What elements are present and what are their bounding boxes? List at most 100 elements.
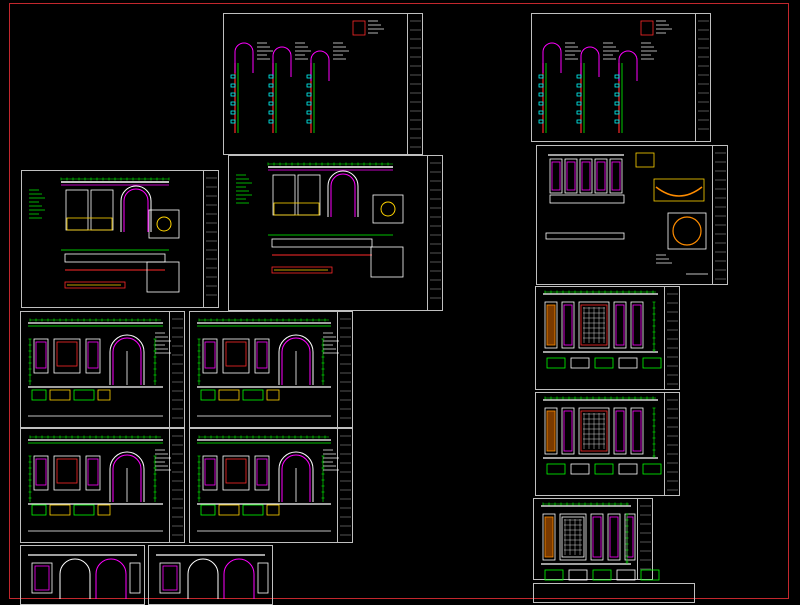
wall-panel-inset bbox=[204, 341, 216, 369]
detail-bubble bbox=[380, 201, 396, 217]
plan-block bbox=[642, 357, 662, 369]
wall-panel-inset bbox=[34, 565, 50, 591]
cabinet-door bbox=[624, 513, 636, 561]
profile-bracket bbox=[614, 110, 620, 115]
door-arch-inner bbox=[330, 173, 356, 217]
profile-bracket bbox=[576, 83, 582, 88]
profile-bracket bbox=[576, 110, 582, 115]
profile-bracket bbox=[576, 92, 582, 97]
profile-bracket bbox=[614, 74, 620, 79]
title-block bbox=[337, 429, 352, 542]
drawing-sheet-cabinet-elevation-2[interactable] bbox=[535, 392, 680, 496]
wall-panel-inset bbox=[256, 341, 268, 369]
drawing-sheet-cabinet-elevation-1[interactable] bbox=[535, 286, 680, 390]
profile-bracket bbox=[576, 74, 582, 79]
drawing-sheet-panel-elevation[interactable] bbox=[536, 145, 728, 285]
profile-bracket bbox=[538, 92, 544, 97]
wall-panel-inset bbox=[225, 341, 247, 367]
wall-panel bbox=[564, 158, 578, 194]
profile-bracket bbox=[306, 101, 312, 106]
wall-panel bbox=[254, 338, 270, 374]
wall-panel-inset bbox=[225, 458, 247, 484]
cabinet-door-inset bbox=[609, 516, 619, 558]
drawing-sheet-wall-elevation-1[interactable] bbox=[20, 311, 185, 428]
drawing-sheet-section-details-a[interactable] bbox=[223, 13, 423, 155]
profile-arch bbox=[618, 50, 638, 81]
cabinet-door-inset bbox=[544, 516, 554, 558]
wall-panel-inset bbox=[204, 458, 216, 486]
plan-block bbox=[642, 463, 662, 475]
cabinet-door bbox=[630, 407, 644, 455]
plan-strip bbox=[545, 232, 625, 240]
detail-callout bbox=[635, 152, 655, 168]
wall-panel bbox=[159, 562, 181, 594]
door-arch-inner bbox=[112, 454, 142, 502]
wall-panel-inset bbox=[256, 458, 268, 486]
wall-panel bbox=[202, 338, 218, 374]
plan-block bbox=[97, 389, 111, 401]
cabinet-door-inset bbox=[615, 304, 625, 346]
plan-block bbox=[218, 504, 240, 516]
wall-panel-inset bbox=[551, 161, 561, 191]
title-block bbox=[169, 429, 184, 542]
plan-block bbox=[200, 389, 216, 401]
cabinet-door bbox=[561, 407, 575, 455]
wall-panel-inset bbox=[581, 161, 591, 191]
cabinet-door bbox=[630, 301, 644, 349]
plan-block bbox=[31, 389, 47, 401]
door-arch bbox=[278, 334, 314, 385]
drawing-sheet-wall-elevation-4[interactable] bbox=[189, 428, 353, 543]
plan-block bbox=[218, 389, 240, 401]
profile-bracket bbox=[306, 92, 312, 97]
cabinet-door bbox=[542, 513, 556, 561]
plan-block bbox=[594, 357, 614, 369]
detail-callout bbox=[372, 194, 404, 224]
profile-bracket bbox=[614, 83, 620, 88]
cabinet-door-inset bbox=[546, 410, 556, 452]
drawing-sheet-wall-elevation-3[interactable] bbox=[20, 428, 185, 543]
plan-block bbox=[73, 504, 95, 516]
wall-panel-inset bbox=[566, 161, 576, 191]
wall-panel bbox=[609, 158, 623, 194]
drawing-sheet-elevation-a[interactable] bbox=[21, 170, 219, 308]
profile-bracket bbox=[538, 74, 544, 79]
profile-bracket bbox=[614, 92, 620, 97]
door-arch-inner bbox=[112, 337, 142, 385]
detail-box bbox=[667, 212, 707, 250]
profile-bracket bbox=[268, 119, 274, 124]
drawing-sheet-wall-elevation-2[interactable] bbox=[189, 311, 353, 428]
plan-block bbox=[49, 504, 71, 516]
door-arch bbox=[109, 334, 145, 385]
detail-tag bbox=[640, 20, 654, 36]
base-panel bbox=[549, 194, 625, 204]
drawing-sheet-section-details-b[interactable] bbox=[531, 13, 711, 142]
plan-block bbox=[242, 389, 264, 401]
cabinet-elevation bbox=[65, 189, 89, 231]
title-block bbox=[664, 287, 679, 389]
plan-hatch bbox=[271, 266, 333, 274]
cabinet-door bbox=[578, 407, 610, 455]
cabinet-door-inset bbox=[561, 516, 585, 558]
profile-bracket bbox=[538, 83, 544, 88]
moulding-profile bbox=[655, 186, 703, 197]
cabinet-elevation bbox=[297, 174, 321, 216]
drawing-sheet-elevation-b[interactable] bbox=[228, 155, 443, 311]
wall-panel bbox=[202, 455, 218, 491]
profile-arch bbox=[234, 42, 254, 73]
cabinet-door bbox=[613, 407, 627, 455]
door-arch bbox=[95, 558, 127, 599]
wall-panel-inset bbox=[35, 458, 47, 486]
plan-block bbox=[31, 504, 47, 516]
wall-panel-inset bbox=[56, 341, 78, 367]
door-arch-inner bbox=[123, 188, 149, 232]
cabinet-door-inset bbox=[626, 516, 634, 558]
profile-bracket bbox=[538, 110, 544, 115]
plan-block bbox=[266, 504, 280, 516]
plan-block bbox=[97, 504, 111, 516]
title-block bbox=[637, 499, 652, 579]
profile-arch bbox=[580, 46, 600, 77]
detail-bubble bbox=[156, 216, 172, 232]
plan-strip bbox=[64, 253, 166, 263]
